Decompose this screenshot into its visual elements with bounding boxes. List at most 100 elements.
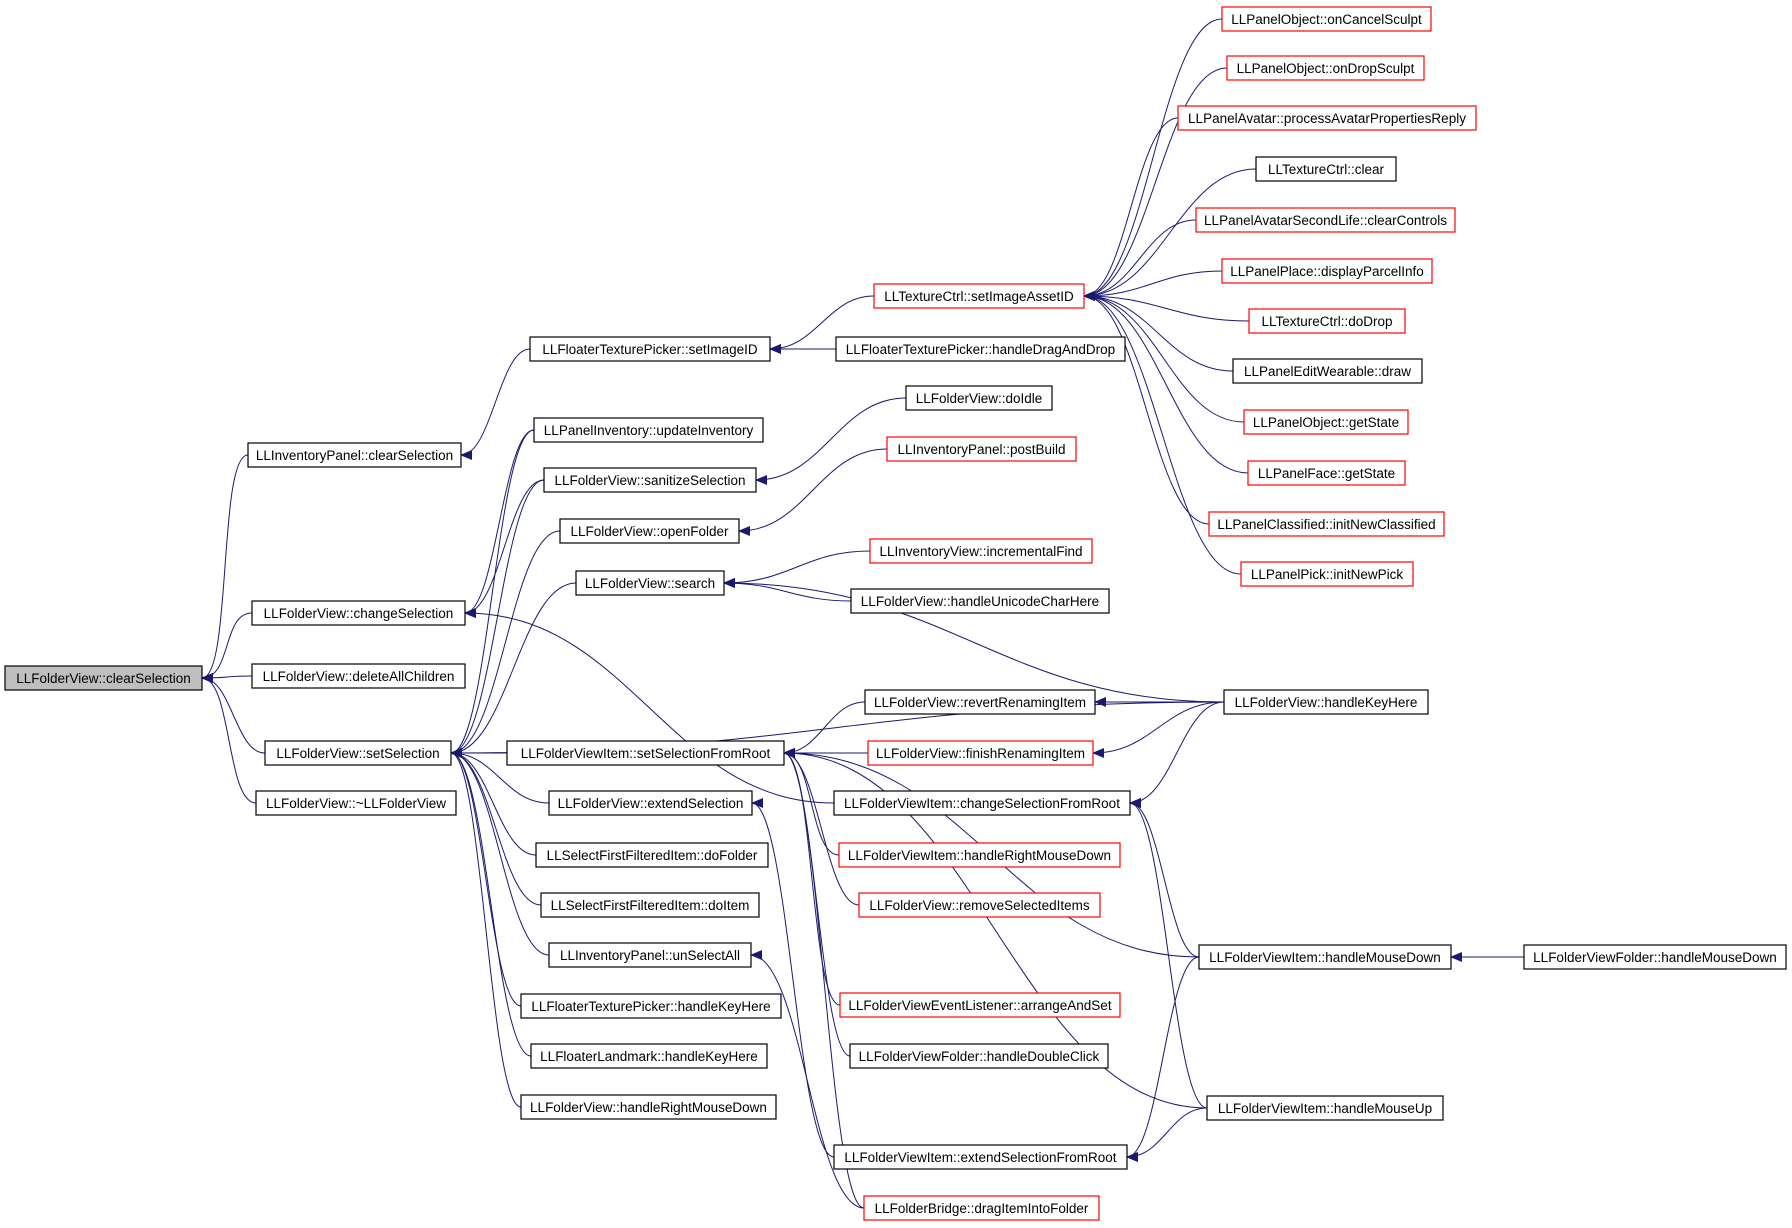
call-edge (750, 950, 865, 1209)
node: LLTextureCtrl::doDrop (1248, 308, 1406, 334)
node-box (520, 993, 782, 1019)
node-label: LLFolderView::handleUnicodeCharHere (861, 594, 1099, 609)
node-label: LLPanelClassified::initNewClassified (1217, 517, 1435, 532)
node-label: LLFolderView::extendSelection (558, 796, 744, 811)
call-edge (201, 454, 249, 683)
node-box (850, 588, 1110, 614)
node-box (575, 570, 725, 596)
call-edge (450, 748, 532, 1057)
node-label: LLFolderView::revertRenamingItem (874, 695, 1086, 710)
node: LLTextureCtrl::setImageAssetID (873, 283, 1085, 309)
node-box (1221, 258, 1433, 284)
call-edge (450, 429, 535, 758)
node: LLFolderView::doIdle (905, 385, 1053, 411)
call-edge (450, 582, 577, 758)
node-box (548, 942, 752, 968)
call-edge (450, 748, 522, 1007)
node-label: LLSelectFirstFilteredItem::doItem (551, 898, 750, 913)
call-edge (751, 798, 835, 1158)
node: LLPanelPick::initNewPick (1240, 561, 1414, 587)
node-box (849, 1043, 1109, 1069)
call-edge (201, 673, 257, 804)
node-box (4, 665, 203, 691)
node: LLFolderView::handleKeyHere (1223, 689, 1429, 715)
node: LLFolderView::~LLFolderView (255, 790, 457, 816)
node-label: LLInventoryView::incrementalFind (879, 544, 1082, 559)
call-edge (1126, 1107, 1208, 1162)
node-box (506, 740, 785, 766)
call-edge (1083, 168, 1257, 301)
node-box (247, 442, 462, 468)
call-edge (450, 748, 550, 804)
node: LLFolderView::search (575, 570, 725, 596)
node-box (1221, 6, 1432, 32)
node-box (264, 740, 452, 766)
node-box (835, 336, 1126, 362)
node: LLFolderView::revertRenamingItem (864, 689, 1096, 715)
node-label: LLFolderBridge::dragItemIntoFolder (875, 1201, 1089, 1216)
node-label: LLPanelObject::getState (1253, 415, 1399, 430)
call-edge (1083, 291, 1234, 372)
node-box (1206, 1095, 1444, 1121)
call-edge (1083, 291, 1249, 474)
node: LLPanelClassified::initNewClassified (1208, 511, 1445, 537)
node-box (1226, 55, 1425, 81)
node-label: LLFloaterTexturePicker::setImageID (542, 342, 758, 357)
node-label: LLFolderViewItem::extendSelectionFromRoo… (844, 1150, 1116, 1165)
call-edge (783, 748, 1208, 1109)
node-box (251, 663, 466, 689)
call-edge (201, 673, 266, 754)
node-label: LLPanelAvatarSecondLife::clearControls (1204, 213, 1447, 228)
call-edge (723, 550, 871, 588)
call-edge (450, 748, 550, 956)
node-label: LLPanelPlace::displayParcelInfo (1230, 264, 1424, 279)
call-edge (201, 612, 253, 683)
call-edge (450, 748, 537, 856)
call-edge (1129, 701, 1225, 808)
call-edge (1083, 270, 1223, 301)
node-label: LLInventoryPanel::clearSelection (256, 448, 453, 463)
node: LLInventoryPanel::clearSelection (247, 442, 462, 468)
node-box (838, 842, 1121, 868)
node: LLFolderViewItem::handleRightMouseDown (838, 842, 1121, 868)
node-label: LLPanelEditWearable::draw (1244, 364, 1411, 379)
node-box (886, 436, 1077, 462)
node-label: LLFolderView::removeSelectedItems (869, 898, 1090, 913)
call-edge (464, 608, 835, 804)
node-label: LLTextureCtrl::clear (1268, 162, 1385, 177)
node: LLFloaterLandmark::handleKeyHere (530, 1043, 768, 1069)
node-label: LLFloaterTexturePicker::handleKeyHere (531, 999, 770, 1014)
call-edge (755, 397, 907, 485)
node-label: LLFolderView::openFolder (570, 524, 729, 539)
node: LLFolderView::handleRightMouseDown (520, 1094, 777, 1120)
node-label: LLPanelAvatar::processAvatarPropertiesRe… (1188, 111, 1466, 126)
node: LLPanelInventory::updateInventory (533, 417, 764, 443)
node: LLPanelObject::getState (1243, 409, 1409, 435)
node-box (255, 790, 457, 816)
node-label: LLFolderView::changeSelection (264, 606, 454, 621)
node-label: LLInventoryPanel::unSelectAll (560, 948, 740, 963)
node-box (1248, 308, 1406, 334)
node-box (543, 467, 757, 493)
node: LLPanelFace::getState (1247, 460, 1406, 486)
node-box (864, 689, 1096, 715)
node-box (873, 283, 1085, 309)
node-label: LLFolderView::setSelection (276, 746, 439, 761)
node: LLFloaterTexturePicker::setImageID (529, 336, 771, 362)
node-label: LLFolderViewFolder::handleMouseDown (1533, 950, 1777, 965)
node-label: LLFloaterLandmark::handleKeyHere (540, 1049, 758, 1064)
node-label: LLFolderView::~LLFolderView (266, 796, 446, 811)
node-box (869, 538, 1093, 564)
call-edge (1129, 798, 1208, 1109)
node-label: LLPanelPick::initNewPick (1251, 567, 1404, 582)
node-box (1523, 944, 1787, 970)
node-box (1240, 561, 1414, 587)
node-box (1208, 511, 1445, 537)
call-edge (1083, 67, 1228, 301)
node-box (905, 385, 1053, 411)
call-edge (450, 530, 561, 758)
node-box (1195, 207, 1456, 233)
call-edge (450, 479, 545, 758)
node-box (529, 336, 771, 362)
